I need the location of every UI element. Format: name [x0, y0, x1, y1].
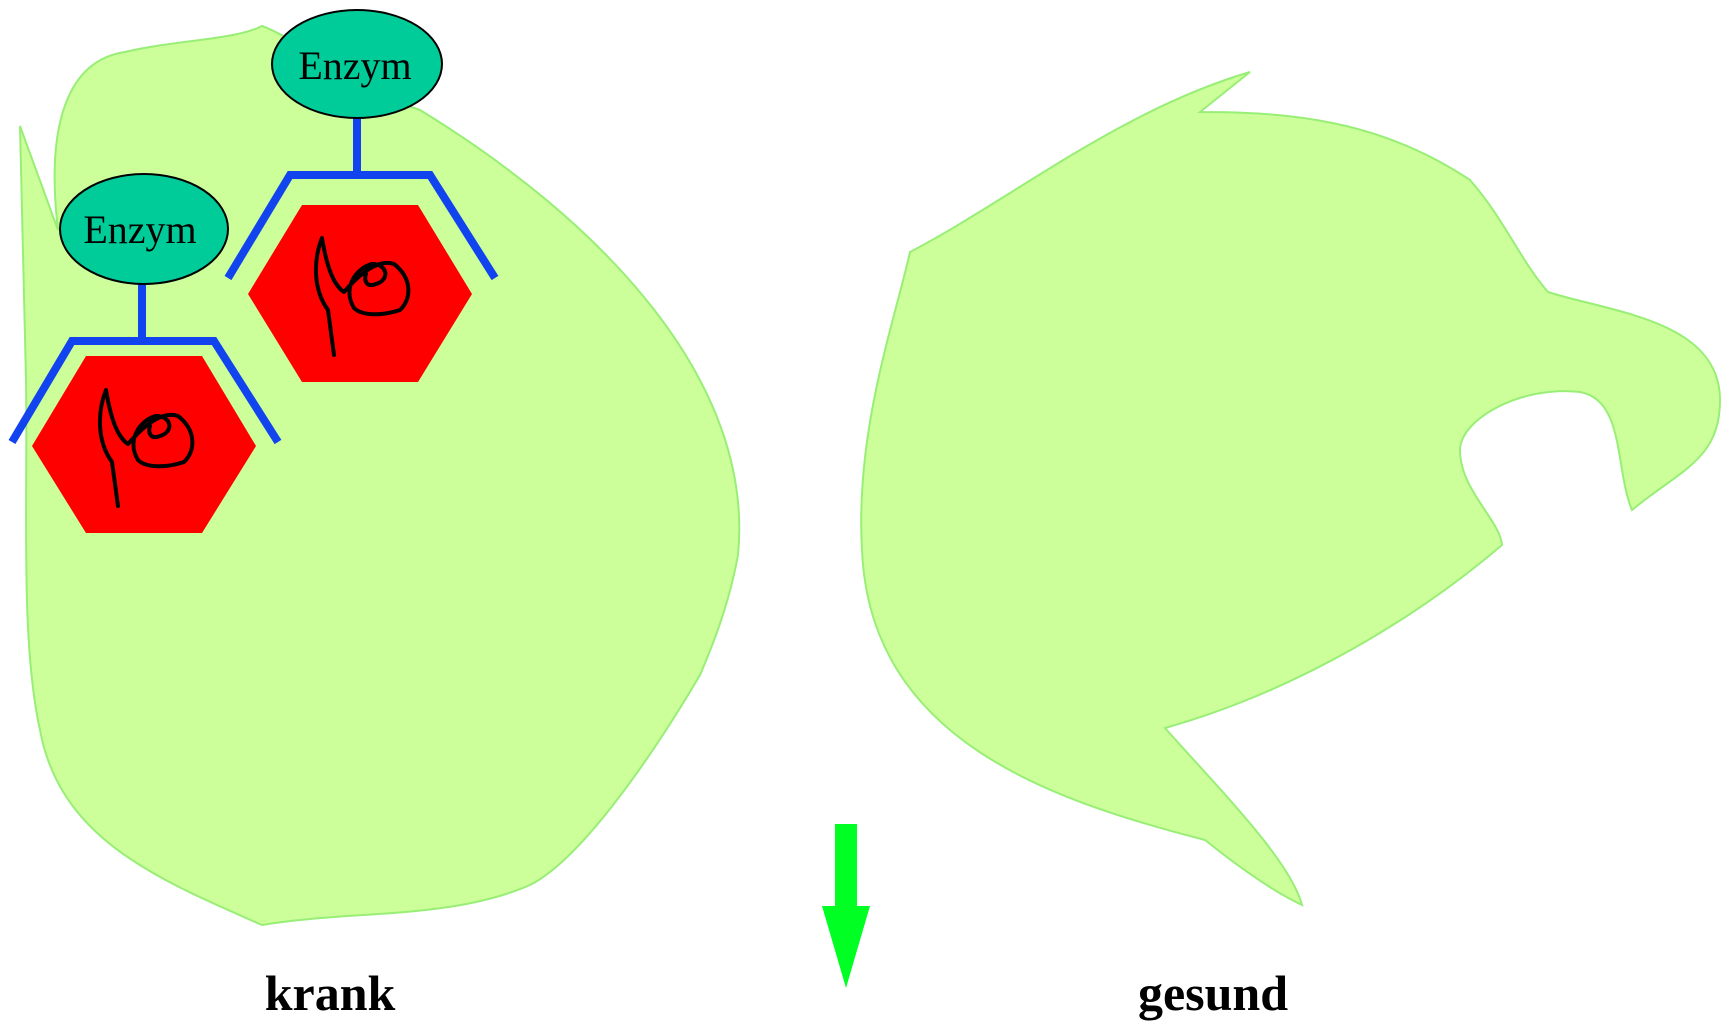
healthy-cell	[860, 71, 1722, 907]
virus-genome-squiggle	[313, 236, 411, 357]
enzyme-label: Enzym	[298, 43, 411, 88]
enzyme-antibody-complex-1: Enzym	[8, 173, 282, 533]
virus-genome-squiggle	[97, 388, 195, 508]
caption-sick: krank	[265, 965, 396, 1021]
enzyme-ellipse	[271, 9, 443, 119]
hexagon-virus-icon	[248, 205, 472, 382]
caption-healthy: gesund	[1138, 965, 1288, 1021]
hexagon-virus-icon	[32, 356, 256, 533]
enzyme-antibody-complex-2: Enzym	[224, 9, 499, 382]
enzyme-label: Enzym	[83, 207, 196, 252]
arrow-down-icon	[822, 824, 870, 988]
enzyme-ellipse	[59, 173, 229, 285]
